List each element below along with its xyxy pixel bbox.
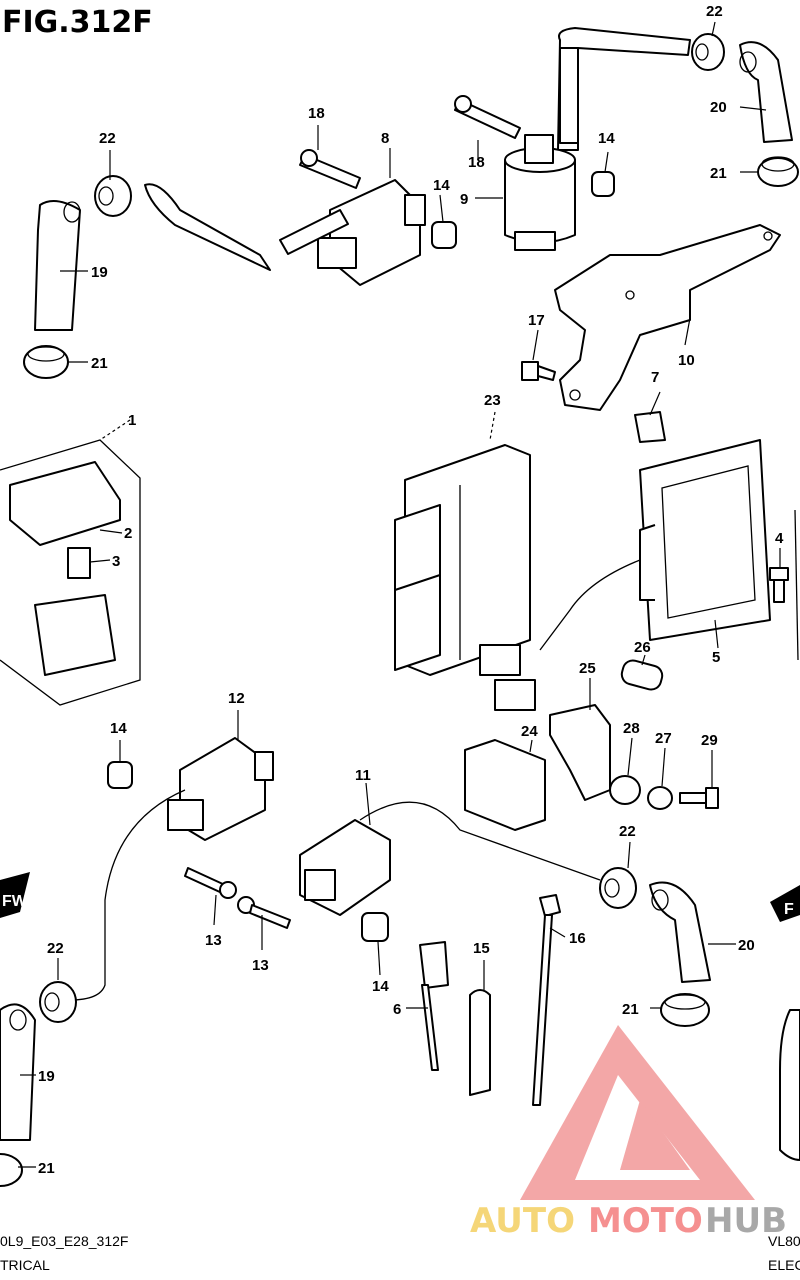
callout-20: 20: [738, 937, 755, 954]
callout-22: 22: [706, 3, 723, 20]
ignition-coil-11: [299, 801, 601, 916]
callout-24: 24: [521, 723, 538, 740]
callout-28: 28: [623, 720, 640, 737]
callout-18: 18: [468, 154, 485, 171]
ignition-coil-12: [69, 737, 274, 1001]
plug-cap-lower-right: [599, 867, 711, 1027]
callout-21: 21: [91, 355, 108, 372]
callout-14: 14: [433, 177, 450, 194]
ignition-coil-9: [504, 47, 579, 251]
callout-22: 22: [47, 940, 64, 957]
watermark-moto: MOTO: [588, 1201, 703, 1241]
callout-6: 6: [393, 1001, 401, 1018]
callout-3: 3: [112, 553, 120, 570]
callout-9: 9: [460, 191, 468, 208]
bolt-18-left: [299, 149, 361, 189]
plug-cap-edge-right: [779, 1009, 800, 1161]
callout-27: 27: [655, 730, 672, 747]
callout-20: 20: [710, 99, 727, 116]
footer-section-left: TRICAL: [0, 1257, 50, 1273]
callout-23: 23: [484, 392, 501, 409]
band-15: [469, 989, 491, 1096]
callout-14: 14: [110, 720, 127, 737]
footer-code-right: VL80: [768, 1233, 800, 1249]
collar-14-upper: [591, 171, 615, 197]
callout-13: 13: [252, 957, 269, 974]
bolt-29: [679, 787, 719, 809]
clamp-7: [634, 411, 666, 443]
callout-22: 22: [99, 130, 116, 147]
callout-2: 2: [124, 525, 132, 542]
clamp-6: [419, 941, 449, 1071]
figure-title: FIG.312F: [2, 5, 153, 40]
bolt-4: [769, 567, 789, 603]
direction-marker-left: FWD: [0, 872, 38, 918]
callout-16: 16: [569, 930, 586, 947]
direction-marker-right: F: [770, 885, 800, 922]
relay-24: [464, 739, 546, 831]
edge-line-right: [794, 509, 799, 661]
fuse-box-group: [0, 439, 141, 706]
callout-19: 19: [38, 1068, 55, 1085]
callout-22: 22: [619, 823, 636, 840]
callout-1: 1: [128, 412, 136, 429]
callout-15: 15: [473, 940, 490, 957]
callout-17: 17: [528, 312, 545, 329]
collar-14-left: [107, 761, 133, 789]
callout-8: 8: [381, 130, 389, 147]
callout-26: 26: [634, 639, 651, 656]
watermark-logo: AUTO MOTO HUB: [470, 1025, 787, 1241]
collar-14-lower: [361, 912, 389, 942]
bracket-10: [554, 224, 781, 411]
callout-12: 12: [228, 690, 245, 707]
bolt-17: [521, 361, 556, 381]
callout-21: 21: [38, 1160, 55, 1177]
callout-7: 7: [651, 369, 659, 386]
callout-14: 14: [598, 130, 615, 147]
ecm-23: [394, 444, 531, 676]
washer-27: [647, 786, 673, 810]
fwd-label-left: FWD: [2, 893, 38, 910]
footer-section-right: ELEC: [768, 1257, 800, 1273]
callout-21: 21: [622, 1001, 639, 1018]
callout-18: 18: [308, 105, 325, 122]
callout-19: 19: [91, 264, 108, 281]
footer-code-left: 0L9_E03_E28_312F: [0, 1233, 128, 1249]
control-unit-5: [639, 439, 771, 641]
collar-26: [620, 659, 664, 691]
tie-16: [532, 894, 561, 1106]
bolt-13-a: [184, 867, 237, 899]
callout-29: 29: [701, 732, 718, 749]
plug-cap-lower-left: [0, 981, 77, 1187]
bracket-25: [549, 704, 611, 801]
leader-lines: [18, 21, 781, 1168]
harness-connectors: [479, 559, 641, 711]
callout-labels: 22 20 21 8 18 22 19 21 18 9 14 14 10 17 …: [38, 3, 784, 1177]
callout-21: 21: [710, 165, 727, 182]
callout-5: 5: [712, 649, 720, 666]
plug-cap-upper-left: [23, 175, 271, 379]
watermark-hub: HUB: [705, 1201, 787, 1241]
fwd-label-right: F: [784, 901, 794, 918]
bolt-13-b: [237, 896, 291, 929]
callout-10: 10: [678, 352, 695, 369]
callout-4: 4: [775, 530, 784, 547]
ignition-coil-8: [279, 179, 426, 286]
callout-14: 14: [372, 978, 389, 995]
callout-25: 25: [579, 660, 596, 677]
bolt-18-upper: [454, 95, 521, 139]
plug-cap-upper-right: [557, 27, 799, 187]
cushion-28: [609, 775, 641, 805]
watermark-auto: AUTO: [470, 1201, 575, 1241]
collar-14-mid: [431, 221, 457, 249]
callout-11: 11: [355, 767, 371, 784]
callout-13: 13: [205, 932, 222, 949]
